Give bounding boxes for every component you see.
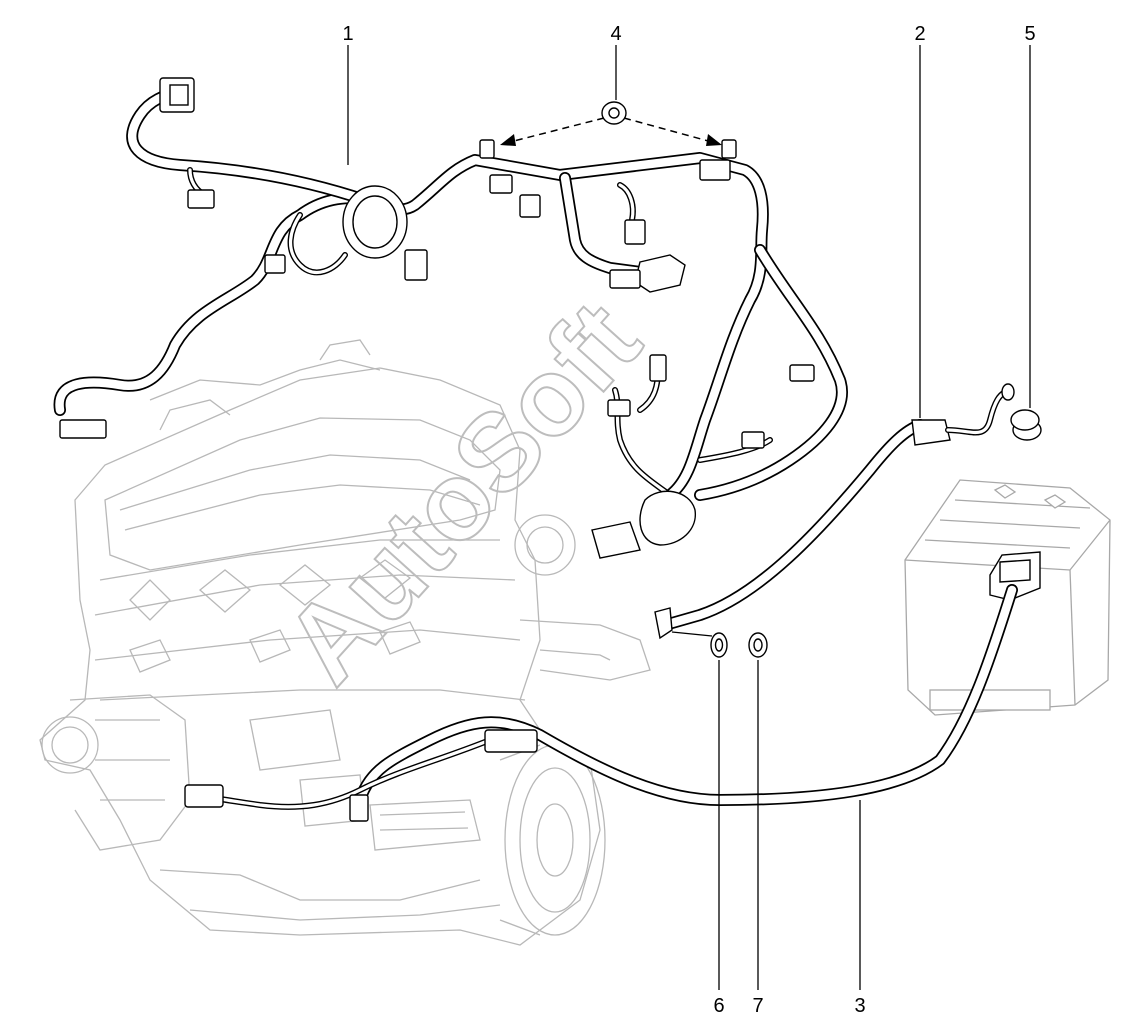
battery-positive-cable [654, 383, 1015, 640]
clip-location-arrows [500, 117, 722, 146]
callout-7: 7 [752, 995, 763, 1017]
callout-2: 2 [914, 23, 925, 45]
battery-terminal-cap [1010, 409, 1042, 441]
washers [671, 631, 768, 658]
callout-1: 1 [342, 23, 353, 45]
callout-4: 4 [610, 23, 621, 45]
leader-lines [347, 45, 1031, 990]
callout-5: 5 [1024, 23, 1035, 45]
engine-wiring-harness [53, 77, 848, 559]
callout-6: 6 [713, 995, 724, 1017]
battery-negative-cable [184, 584, 1018, 822]
battery [904, 479, 1111, 716]
watermark-text: AutoSoft [261, 279, 663, 706]
harness-clip [601, 101, 627, 125]
engine-block [39, 339, 651, 946]
callout-3: 3 [854, 995, 865, 1017]
